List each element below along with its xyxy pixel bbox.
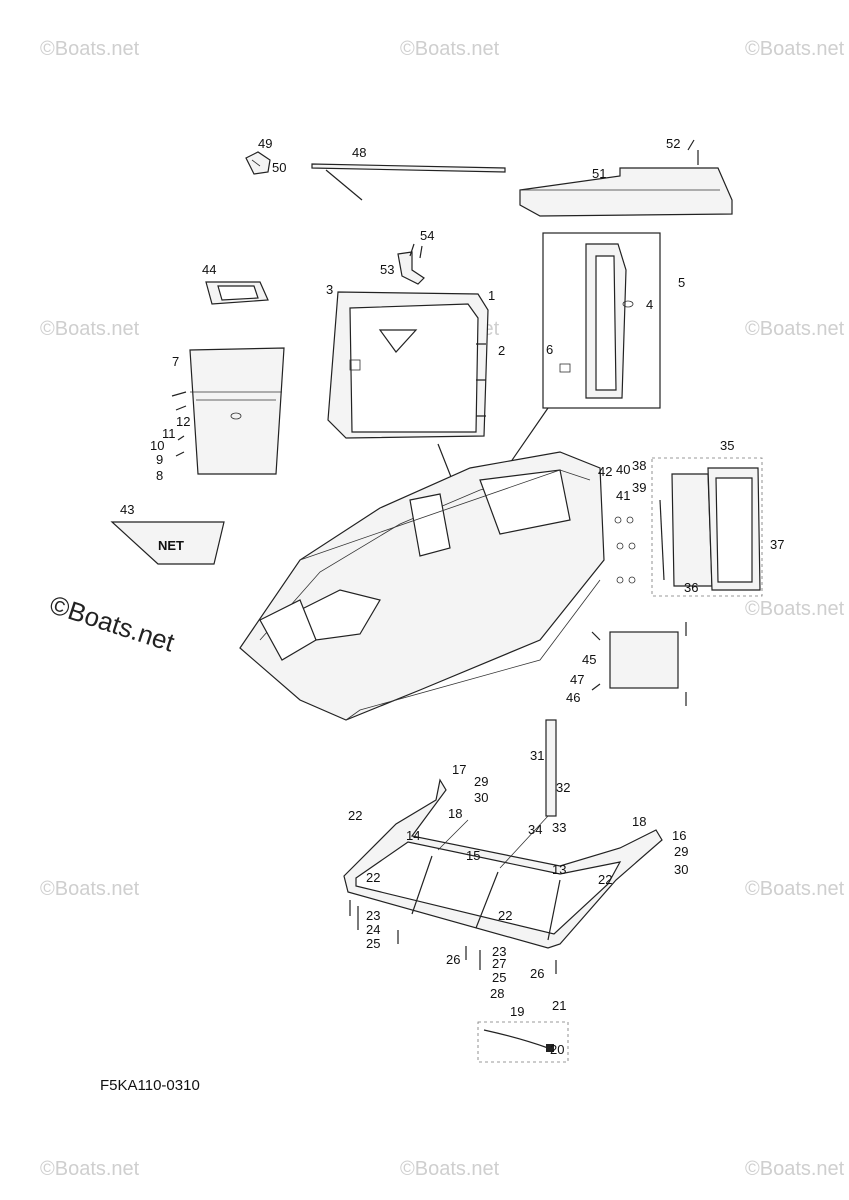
callout-33: 33 bbox=[552, 820, 566, 835]
watermark: ©Boats.net bbox=[40, 878, 140, 900]
callout-23: 23 bbox=[492, 944, 506, 959]
net-label: NET bbox=[158, 538, 184, 553]
callout-50: 50 bbox=[272, 160, 286, 175]
callout-14: 14 bbox=[406, 828, 420, 843]
watermark: ©Boats.net bbox=[745, 878, 845, 900]
callout-26: 26 bbox=[446, 952, 460, 967]
callout-39: 39 bbox=[632, 480, 646, 495]
callout-49: 49 bbox=[258, 136, 272, 151]
callout-25: 25 bbox=[492, 970, 506, 985]
callout-29: 29 bbox=[674, 844, 688, 859]
callout-10: 10 bbox=[150, 438, 164, 453]
callout-22: 22 bbox=[348, 808, 362, 823]
callout-38: 38 bbox=[632, 458, 646, 473]
callout-30: 30 bbox=[474, 790, 488, 805]
callout-41: 41 bbox=[616, 488, 630, 503]
callout-28: 28 bbox=[490, 986, 504, 1001]
callout-4: 4 bbox=[646, 297, 653, 312]
callout-30: 30 bbox=[674, 862, 688, 877]
callout-2: 2 bbox=[498, 343, 505, 358]
callout-37: 37 bbox=[770, 537, 784, 552]
callout-11: 11 bbox=[162, 426, 176, 441]
latch-part bbox=[397, 243, 425, 285]
watermark: ©Boats.net bbox=[40, 318, 140, 340]
callout-12: 12 bbox=[176, 414, 190, 429]
frame-part bbox=[591, 622, 687, 706]
callout-29: 29 bbox=[474, 774, 488, 789]
callout-1: 1 bbox=[488, 288, 495, 303]
callout-25: 25 bbox=[366, 936, 380, 951]
callout-22: 22 bbox=[598, 872, 612, 887]
clip-part bbox=[245, 151, 271, 175]
windshield-frame bbox=[343, 778, 663, 949]
callout-42: 42 bbox=[598, 464, 612, 479]
callout-17: 17 bbox=[452, 762, 466, 777]
brand-watermark: ©Boats.net bbox=[46, 589, 179, 658]
post-part bbox=[545, 719, 557, 817]
callout-47: 47 bbox=[570, 672, 584, 687]
tray-part bbox=[205, 281, 269, 305]
watermark: ©Boats.net bbox=[745, 598, 845, 620]
callout-43: 43 bbox=[120, 502, 134, 517]
callout-52: 52 bbox=[666, 136, 680, 151]
boat-hull bbox=[239, 451, 605, 721]
rod-part bbox=[311, 163, 506, 201]
callout-labels: 49 50 48 52 51 54 53 44 3 1 2 5 4 6 7 12… bbox=[120, 136, 784, 1057]
callout-40: 40 bbox=[616, 462, 630, 477]
bin-part bbox=[171, 347, 285, 475]
watermark: ©Boats.net bbox=[400, 1158, 500, 1180]
callout-23: 23 bbox=[366, 908, 380, 923]
watermark: ©Boats.net bbox=[40, 38, 140, 60]
callout-34: 34 bbox=[528, 822, 542, 837]
callout-36: 36 bbox=[684, 580, 698, 595]
callout-31: 31 bbox=[530, 748, 544, 763]
callout-3: 3 bbox=[326, 282, 333, 297]
callout-44: 44 bbox=[202, 262, 216, 277]
detail-box bbox=[542, 232, 661, 409]
diagram-code: F5KA110-0310 bbox=[100, 1077, 200, 1094]
callout-20: 20 bbox=[550, 1042, 564, 1057]
callout-24: 24 bbox=[366, 922, 380, 937]
callout-46: 46 bbox=[566, 690, 580, 705]
hardware-group bbox=[349, 900, 557, 974]
door-part bbox=[327, 291, 489, 439]
callout-45: 45 bbox=[582, 652, 596, 667]
watermark: ©Boats.net bbox=[745, 1158, 845, 1180]
callout-48: 48 bbox=[352, 145, 366, 160]
watermark: ©Boats.net bbox=[400, 38, 500, 60]
trim-box bbox=[477, 1021, 569, 1063]
callout-5: 5 bbox=[678, 275, 685, 290]
net-part: NET bbox=[110, 521, 225, 565]
watermark: ©Boats.net bbox=[40, 1158, 140, 1180]
watermark: ©Boats.net bbox=[745, 318, 845, 340]
fastener-column bbox=[614, 516, 636, 584]
callout-8: 8 bbox=[156, 468, 163, 483]
callout-18: 18 bbox=[448, 806, 462, 821]
watermark: ©Boats.net bbox=[745, 38, 845, 60]
callout-16: 16 bbox=[672, 828, 686, 843]
callout-6: 6 bbox=[546, 342, 553, 357]
panel-box bbox=[651, 457, 763, 597]
callout-27: 27 bbox=[492, 956, 506, 971]
callout-51: 51 bbox=[592, 166, 606, 181]
callout-15: 15 bbox=[466, 848, 480, 863]
callout-53: 53 bbox=[380, 262, 394, 277]
callout-32: 32 bbox=[556, 780, 570, 795]
callout-7: 7 bbox=[172, 354, 179, 369]
callout-22: 22 bbox=[498, 908, 512, 923]
callout-54: 54 bbox=[420, 228, 434, 243]
seat-bar-part bbox=[519, 139, 733, 217]
callout-22: 22 bbox=[366, 870, 380, 885]
callout-18: 18 bbox=[632, 814, 646, 829]
callout-26: 26 bbox=[530, 966, 544, 981]
callout-9: 9 bbox=[156, 452, 163, 467]
callout-35: 35 bbox=[720, 438, 734, 453]
callout-19: 19 bbox=[510, 1004, 524, 1019]
callout-21: 21 bbox=[552, 998, 566, 1013]
callout-13: 13 bbox=[552, 862, 566, 877]
